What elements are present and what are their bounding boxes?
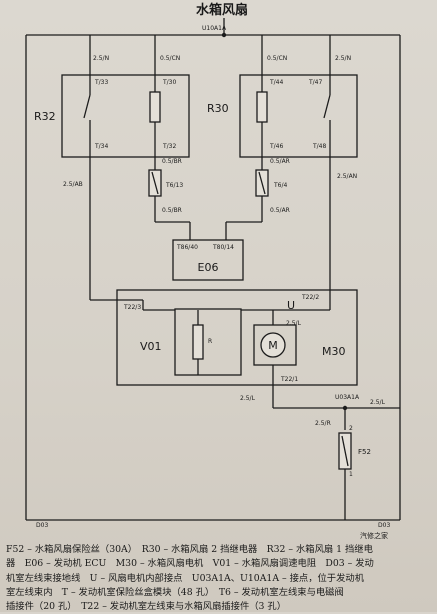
wire-label: 2.5/AN: [337, 173, 357, 180]
resistor-symbol-label: R: [208, 338, 212, 345]
terminal-label: 1: [349, 471, 353, 478]
terminal-label: T80/14: [212, 244, 234, 251]
wire-label: 2.5/R: [315, 420, 331, 427]
relay-r32-contact: [83, 94, 91, 119]
diagram-title: 水箱风扇: [196, 2, 248, 18]
legend-line: 机室左线束接地线 U – 风扇电机内部接点 U03A1A、U10A1A – 接点…: [6, 572, 364, 584]
terminal-label: T22/1: [280, 376, 298, 383]
wire-label: 0.5/CN: [267, 55, 287, 62]
terminal-label: T/32: [162, 143, 177, 150]
relay-r30-label: R30: [207, 102, 229, 115]
wire-label: 2.5/N: [93, 55, 109, 62]
relay-r32-coil: [149, 91, 161, 123]
ecu-e06-box: [172, 239, 244, 281]
legend-line: F52 – 水箱风扇保险丝（30A） R30 – 水箱风扇 2 挡继电器 R32…: [6, 544, 373, 555]
relay-r30-contact: [323, 94, 331, 119]
motor-symbol-label: M: [268, 339, 278, 352]
fan-module-box: [116, 289, 358, 386]
wire-label: 0.5/AR: [270, 207, 290, 214]
wire-label: 2.5/L: [240, 395, 256, 402]
motor-m30-label: M30: [322, 345, 346, 358]
terminal-label: 2: [349, 425, 353, 432]
wire-label: 0.5/BR: [162, 207, 182, 214]
ecu-e06-label: E06: [198, 261, 219, 274]
fuse-f52-label: F52: [358, 448, 371, 456]
terminal-label: T22/2: [301, 294, 319, 301]
watermark: 汽修之家: [360, 531, 388, 540]
wire-label: 0.5/BR: [162, 158, 182, 165]
terminal-label: T22/3: [123, 304, 141, 311]
wire-label: 2.5/AB: [63, 181, 83, 188]
legend-line: 插接件（20 孔） T22 – 发动机室左线束与水箱风扇插接件（3 孔）: [6, 601, 287, 613]
wire-label: 2.5/L: [286, 320, 302, 327]
v01-box: [174, 308, 242, 376]
relay-r32-box: [61, 74, 190, 158]
terminal-label: T/30: [162, 79, 177, 86]
relay-r30-box: [239, 74, 358, 158]
terminal-label: T/33: [94, 79, 109, 86]
relay-r30-coil: [256, 91, 268, 123]
wire-label: 0.5/CN: [160, 55, 180, 62]
terminal-label: T86/40: [176, 244, 198, 251]
resistor-v01: [192, 324, 204, 360]
wire-label: 2.5/N: [335, 55, 351, 62]
terminal-label: T/48: [312, 143, 327, 150]
relay-r32-label: R32: [34, 110, 56, 123]
motor-m30-box: [253, 324, 297, 366]
wire-label: 0.5/AR: [270, 158, 290, 165]
node-u10a1a-label: U10A1A: [202, 25, 227, 32]
node-u-label: U: [287, 299, 295, 312]
terminal-label: T/46: [269, 143, 284, 150]
terminal-label: T/34: [94, 143, 109, 150]
motor-m30-symbol: [260, 332, 286, 358]
terminal-label: T/44: [269, 79, 284, 86]
legend: F52 – 水箱风扇保险丝（30A） R30 – 水箱风扇 2 挡继电器 R32…: [6, 543, 434, 614]
resistor-v01-label: V01: [140, 340, 162, 353]
legend-line: 室左线束内 T – 发动机室保险丝盒模块（48 孔） T6 – 发动机室左线束与…: [6, 586, 344, 598]
terminal-label: T/47: [308, 79, 323, 86]
ground-d03-right: D03: [378, 522, 390, 529]
wiring-diagram: 水箱风扇 U10A1A R32 R30 2.5/N 0.5/CN 0.5/CN …: [25, 2, 401, 540]
terminal-label: T6/13: [165, 182, 183, 189]
legend-line: 器 E06 – 发动机 ECU M30 – 水箱风扇电机 V01 – 水箱风扇调…: [6, 558, 374, 570]
ground-d03-left: D03: [36, 522, 48, 529]
terminal-label: T6/4: [273, 182, 288, 189]
wire-label: 2.5/L: [370, 399, 386, 406]
node-u03a1a-label: U03A1A: [335, 394, 360, 401]
